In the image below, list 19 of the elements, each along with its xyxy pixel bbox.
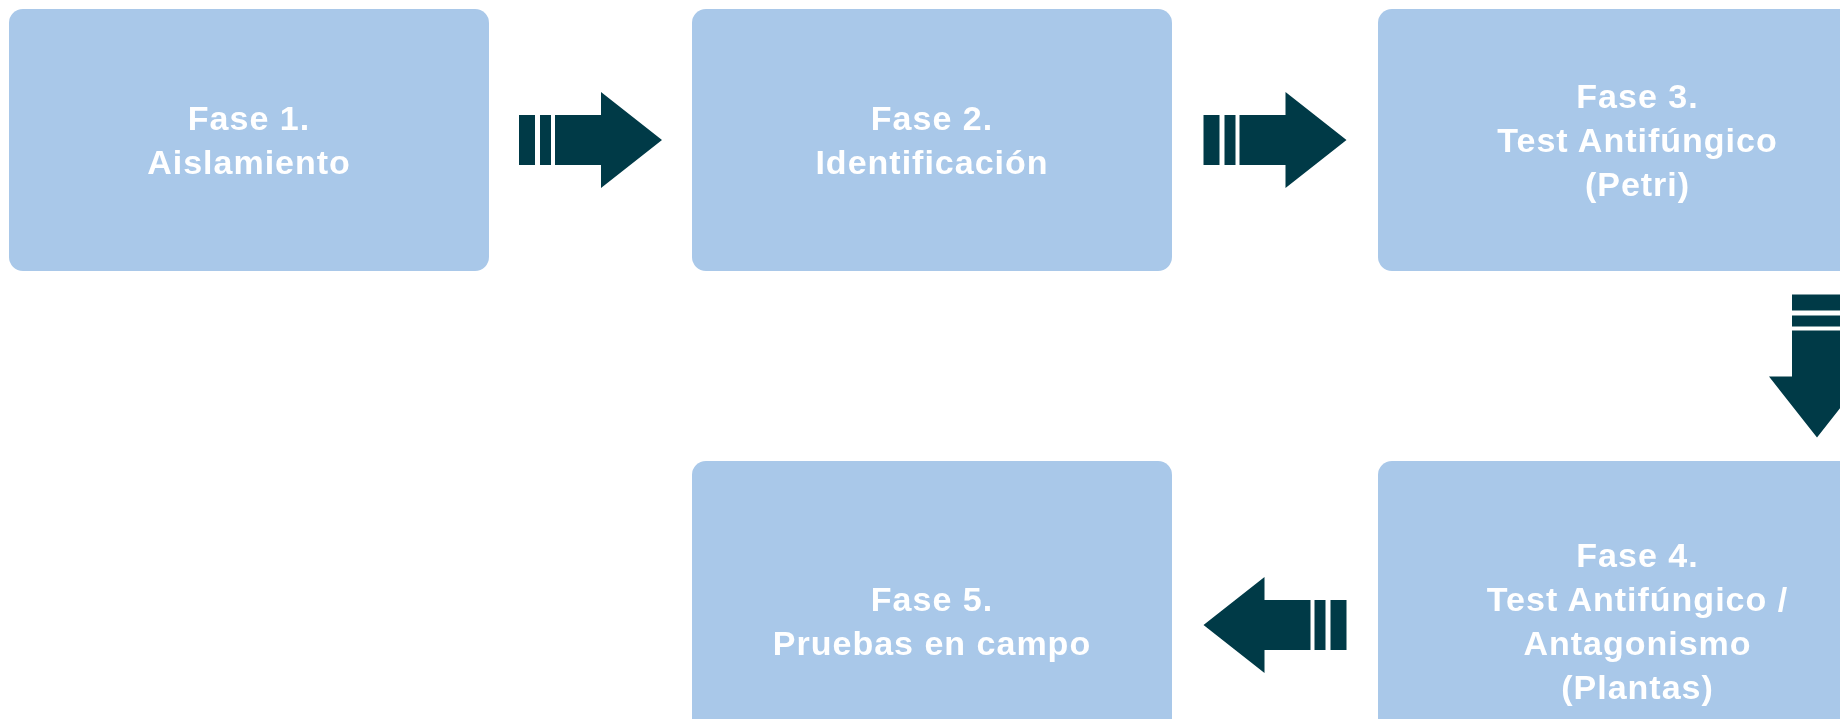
phase-heading: Fase 2.	[870, 97, 994, 139]
phase-title: Aislamiento	[147, 142, 351, 183]
process-box	[692, 9, 1172, 271]
arrow	[519, 92, 662, 188]
phase-heading: Fase 1.	[187, 97, 311, 139]
arrow	[1203, 92, 1347, 188]
phase-heading: Fase 3.	[1576, 75, 1699, 117]
phase-title: Identificación	[815, 142, 1049, 183]
process-box	[692, 461, 1172, 719]
phase-title: Test Antifúngico / Antagonismo (Plantas)	[1485, 578, 1790, 709]
process-box	[9, 9, 489, 271]
arrow	[1769, 294, 1840, 438]
arrow	[1203, 577, 1347, 673]
phase-heading: Fase 5.	[870, 578, 994, 620]
phase-title: Test Antifúngico (Petri)	[1496, 119, 1779, 206]
phase-heading: Fase 4.	[1576, 534, 1699, 576]
process-box	[1378, 9, 1840, 271]
phase-title: Pruebas en campo	[772, 623, 1092, 664]
process-box	[1378, 461, 1840, 719]
